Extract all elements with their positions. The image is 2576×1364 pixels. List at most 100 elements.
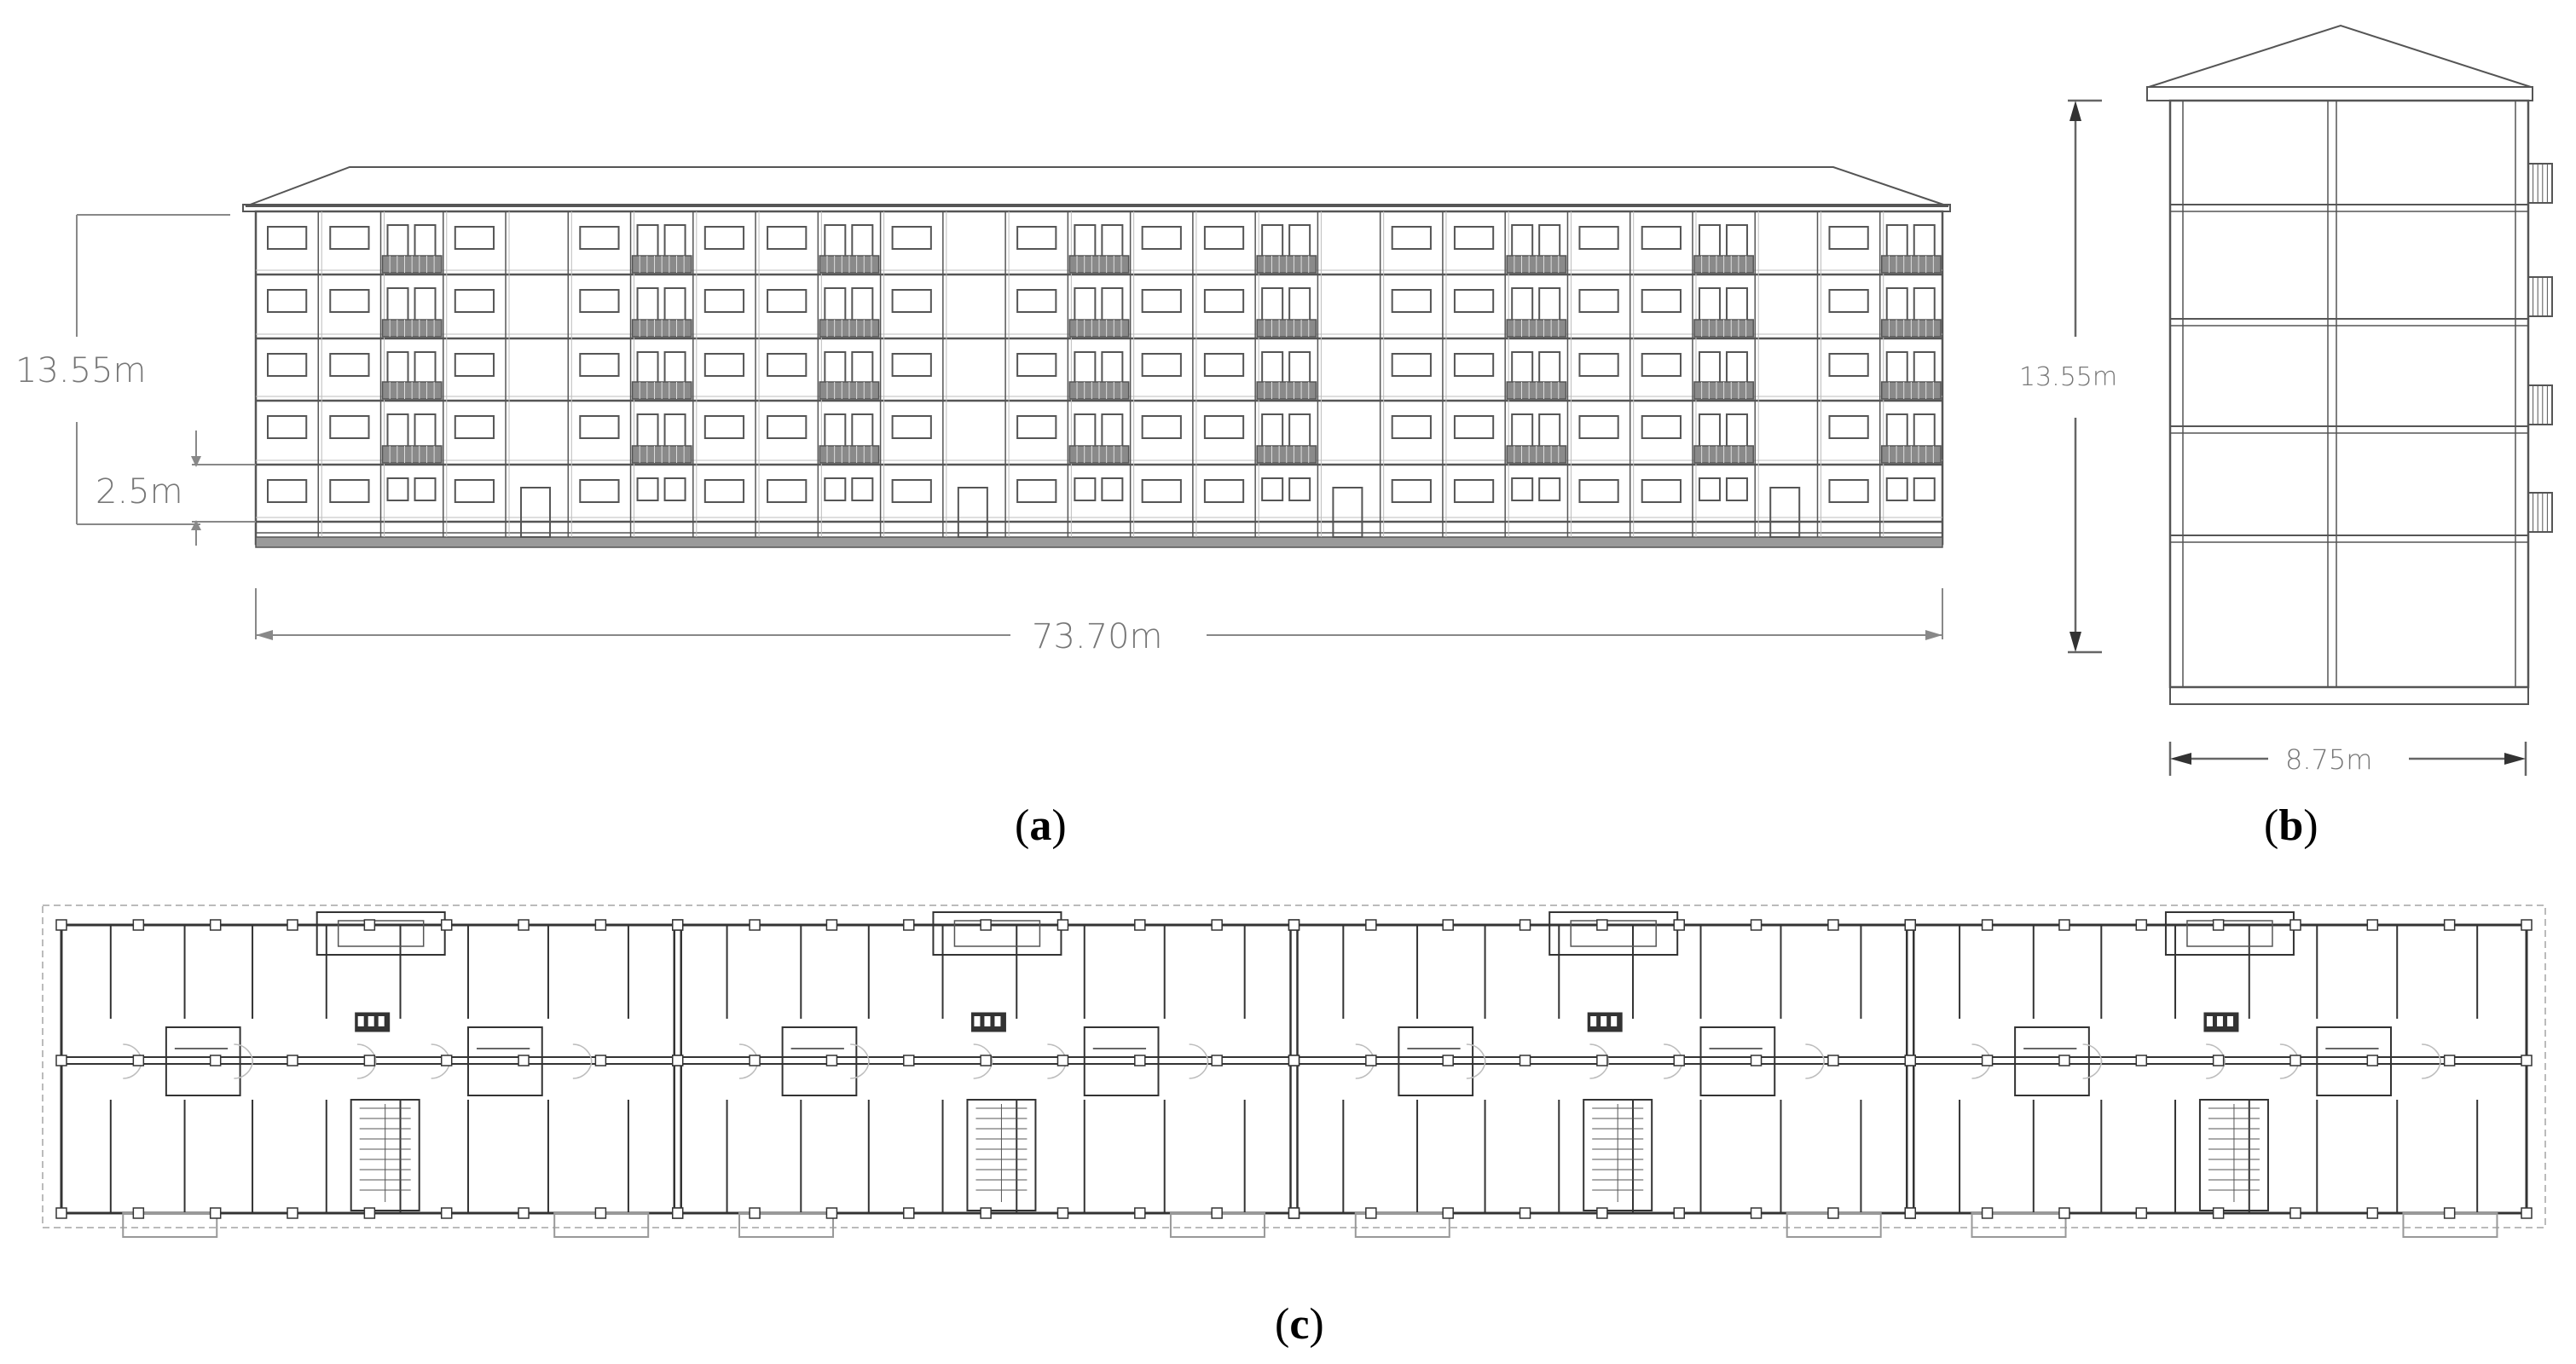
plan-door-swing [850, 1059, 870, 1079]
front-window [1141, 415, 1182, 439]
front-windows [267, 224, 1936, 503]
front-window [663, 477, 686, 501]
plan-column [2366, 1207, 2379, 1219]
side-balcony [2527, 492, 2553, 533]
front-window [454, 289, 495, 313]
plan-column [1904, 1207, 1916, 1219]
plan-column [209, 919, 222, 931]
front-height-dimension [76, 214, 256, 546]
plan-column [1673, 919, 1685, 931]
plan-bathroom [2014, 1026, 2090, 1096]
front-window [1203, 353, 1245, 377]
plan-column [903, 1207, 915, 1219]
front-window [1453, 353, 1495, 377]
plan-column [1596, 1055, 1608, 1066]
front-window [329, 479, 370, 503]
plan-column [825, 1055, 838, 1066]
plan-column [132, 919, 145, 931]
front-window [579, 479, 620, 503]
plan-door-swing [234, 1059, 254, 1079]
plan-column [2212, 919, 2225, 931]
front-window [1641, 415, 1682, 439]
front-window [1828, 479, 1869, 503]
plan-column [1827, 919, 1839, 931]
plan-north-projection [2164, 911, 2295, 956]
plan-door-swing [2082, 1059, 2103, 1079]
front-window [1578, 226, 1619, 250]
plan-meter-slot [974, 1016, 981, 1026]
plan-door-swing [234, 1043, 254, 1064]
front-window [636, 477, 659, 501]
front-window [1453, 226, 1495, 250]
side-height-label: 13.55m [2019, 362, 2117, 392]
side-width-dimension [2168, 742, 2527, 776]
front-window [703, 226, 745, 250]
plan-stair [350, 1099, 420, 1211]
side-facade [2168, 99, 2530, 689]
plan-entry-lobby [1570, 920, 1657, 947]
plan-balcony [1971, 1212, 2067, 1238]
front-roof [245, 166, 1949, 207]
front-window [767, 353, 808, 377]
plan-door-swing [356, 1059, 377, 1079]
front-window [824, 477, 847, 501]
plan-column [1673, 1055, 1685, 1066]
plan-column [980, 1055, 992, 1066]
plan-door-swing [1805, 1059, 1826, 1079]
plan-column [825, 1207, 838, 1219]
plan-column [132, 1207, 145, 1219]
plan-door-swing [1466, 1059, 1486, 1079]
front-window [267, 479, 308, 503]
front-window [267, 353, 308, 377]
front-window [1016, 415, 1057, 439]
front-window [1538, 477, 1561, 501]
front-window [1141, 479, 1182, 503]
plan-column [825, 919, 838, 931]
plan-column [440, 919, 453, 931]
front-height-label: 13.55m [15, 351, 146, 390]
plan-column [1134, 1055, 1146, 1066]
plan-exterior-wall [60, 923, 2528, 1215]
plan-column [363, 1055, 376, 1066]
front-window [1453, 415, 1495, 439]
plan-meter-slot [984, 1016, 991, 1026]
plan-door-swing [572, 1043, 593, 1064]
front-window [1641, 353, 1682, 377]
plan-column [287, 1207, 298, 1219]
plan-north-projection [315, 911, 446, 956]
plan-entry-lobby [337, 920, 425, 947]
plan-column [1519, 1207, 1531, 1219]
plan-column [209, 1055, 222, 1066]
plan-meter-slot [1611, 1016, 1618, 1026]
front-window [1578, 289, 1619, 313]
plan-meter-slot [1590, 1016, 1597, 1026]
plan-column [2135, 919, 2148, 931]
plan-column [209, 1207, 222, 1219]
plan-door-swing [1189, 1059, 1209, 1079]
front-window [1101, 477, 1124, 501]
front-window [386, 477, 409, 501]
plan-bathroom [2316, 1026, 2392, 1096]
plan-column [1904, 1055, 1916, 1066]
front-entrance-door [1769, 487, 1801, 538]
plan-bathroom [1083, 1026, 1160, 1096]
front-window [579, 415, 620, 439]
plan-modules [55, 911, 2533, 1238]
plan-column [2212, 1055, 2225, 1066]
plan-door-swing [973, 1059, 993, 1079]
plan-column [2366, 1055, 2379, 1066]
plan-column [1519, 919, 1531, 931]
front-entrance-door [520, 487, 552, 538]
front-window [1016, 289, 1057, 313]
plan-bathroom [781, 1026, 858, 1096]
plan-column [1056, 1207, 1069, 1219]
plan-column [2443, 919, 2456, 931]
plan-column [1750, 919, 1763, 931]
plan-column [594, 919, 607, 931]
front-window [767, 226, 808, 250]
plan-column [55, 1207, 67, 1219]
front-window [1578, 479, 1619, 503]
plan-column [594, 1055, 607, 1066]
front-window [267, 415, 308, 439]
front-window [1141, 289, 1182, 313]
